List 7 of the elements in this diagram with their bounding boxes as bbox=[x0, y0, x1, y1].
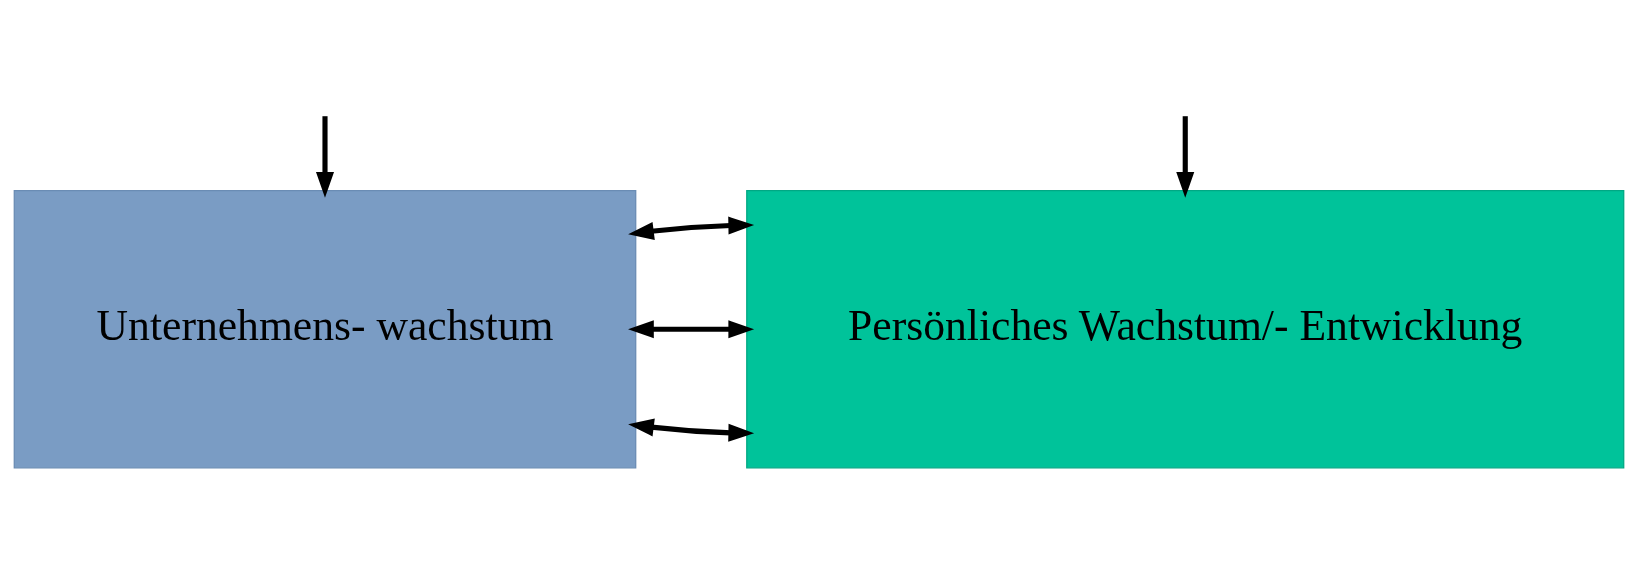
node-box: Unternehmens- wachstum bbox=[13, 189, 636, 468]
node-box: Persönliches Wachstum/- Entwicklung bbox=[745, 189, 1624, 468]
arrow bbox=[627, 216, 754, 240]
arrow bbox=[627, 319, 754, 338]
arrow bbox=[1175, 115, 1194, 198]
arrow bbox=[627, 418, 754, 442]
arrow bbox=[315, 115, 334, 198]
